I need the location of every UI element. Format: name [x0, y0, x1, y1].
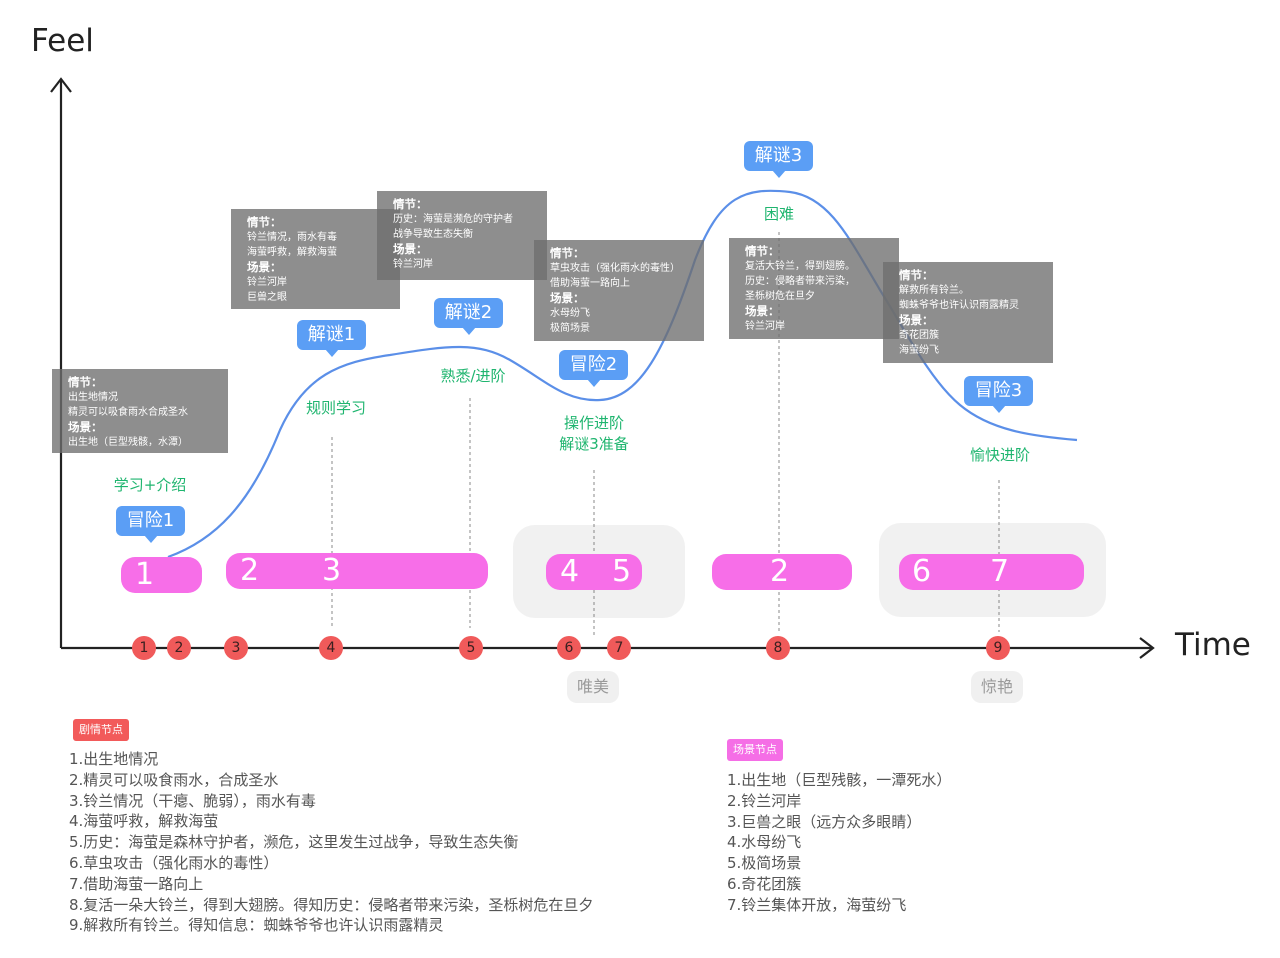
info-box-line: 精灵可以吸食雨水合成圣水: [68, 407, 188, 418]
info-box-heading: 场景：: [899, 313, 934, 327]
bubble-puzzle-1: 解谜1: [297, 320, 366, 357]
info-box-line: 解救所有铃兰。: [899, 285, 969, 296]
info-box-heading: 情节：: [550, 246, 585, 260]
story-node: 4: [319, 636, 343, 660]
scene-pill-number: 3: [322, 553, 342, 588]
info-box-heading: 场景：: [247, 260, 282, 274]
info-box-heading: 情节：: [899, 268, 934, 282]
legend-item: 3.铃兰情况（干瘪、脆弱），雨水有毒: [69, 791, 316, 810]
legend-story-tag: 剧情节点: [73, 719, 129, 741]
legend-scene-tag: 场景节点: [727, 739, 783, 761]
phase-label-rule-learning: 规则学习: [305, 399, 366, 417]
info-box-line: 水母纷飞: [550, 308, 590, 319]
scene-pill: 2: [712, 554, 852, 590]
info-box-line: 复活大铃兰，得到翅膀。: [745, 261, 855, 272]
y-axis-label: Feel: [31, 23, 94, 59]
info-box-4: 情节： 草虫攻击（强化雨水的毒性） 借助海萤一路向上场景： 水母纷飞极简场景: [534, 240, 704, 341]
legend-item: 7.铃兰集体开放，海萤纷飞: [727, 895, 907, 914]
info-box-line: 圣栎树危在旦夕: [745, 291, 815, 302]
story-node: 8: [766, 636, 790, 660]
info-box-line: 奇花团簇: [899, 330, 939, 341]
info-box-heading: 场景：: [68, 420, 103, 434]
phase-label-hard: 困难: [763, 205, 794, 223]
legend-item: 3.巨兽之眼（远方众多眼睛）: [727, 812, 922, 831]
legend-item: 9.解救所有铃兰。得知信息：蜘蛛爷爷也许认识雨露精灵: [69, 916, 444, 935]
scene-pill-number: 1: [135, 557, 155, 592]
legend-item: 8.复活一朵大铃兰，得到大翅膀。得知历史：侵略者带来污染，圣栎树危在旦夕: [69, 895, 594, 914]
phase-label-happy: 愉快进阶: [969, 446, 1030, 464]
story-node: 7: [607, 636, 631, 660]
info-box-3: 情节： 历史：海萤是濒危的守护者战争导致生态失衡场景： 铃兰河岸: [377, 191, 547, 280]
info-box-line: 借助海萤一路向上: [550, 278, 630, 289]
info-box-heading: 场景：: [745, 304, 780, 318]
bubble-adventure-3: 冒险3: [964, 376, 1033, 413]
legend-item: 5.极简场景: [727, 854, 802, 873]
story-node: 3: [224, 636, 248, 660]
info-box-heading: 情节：: [68, 375, 103, 389]
info-box-line: 铃兰河岸: [247, 277, 287, 288]
phase-label-familiar: 熟悉/进阶: [440, 367, 506, 385]
legend-item: 6.草虫攻击（强化雨水的毒性）: [69, 853, 279, 872]
scene-pill-number: 7: [990, 554, 1010, 589]
legend-item: 7.借助海萤一路向上: [69, 874, 204, 893]
phase-label-learn-intro: 学习+介绍: [113, 476, 187, 494]
legend-item: 1.出生地（巨型残骸，一潭死水）: [727, 771, 952, 789]
info-box-line: 战争导致生态失衡: [393, 229, 473, 240]
info-box-line: 出生地（巨型残骸，水潭）: [68, 437, 188, 448]
bubble-adventure-2: 冒险2: [559, 350, 628, 387]
bubble-puzzle-2: 解谜2: [434, 298, 503, 335]
info-box-1: 情节： 出生地情况精灵可以吸食雨水合成圣水场景： 出生地（巨型残骸，水潭）: [52, 369, 228, 453]
info-box-heading: 场景：: [550, 291, 585, 305]
info-box-heading: 情节：: [393, 197, 428, 211]
info-box-line: 铃兰情况，雨水有毒: [247, 232, 337, 243]
info-box-line: 草虫攻击（强化雨水的毒性）: [550, 263, 680, 274]
scene-pill-number: 5: [612, 554, 632, 589]
info-box-line: 蜘蛛爷爷也许认识雨露精灵: [899, 300, 1019, 311]
phase-label-operation: 操作进阶 解谜3准备: [559, 414, 629, 453]
legend-item: 1.出生地情况: [69, 750, 159, 768]
info-box-line: 历史：海萤是濒危的守护者: [393, 214, 513, 225]
legend-item: 6.奇花团簇: [727, 874, 802, 893]
scene-pill-number: 4: [560, 554, 580, 589]
scene-pill-number: 2: [770, 554, 790, 589]
scene-pill-number: 6: [912, 554, 932, 589]
legend-item: 5.历史：海萤是森林守护者，濒危，这里发生过战争，导致生态失衡: [69, 833, 519, 852]
info-box-line: 铃兰河岸: [393, 259, 433, 270]
legend-item: 2.铃兰河岸: [727, 791, 802, 810]
info-box-line: 历史：侵略者带来污染，: [745, 276, 855, 287]
info-box-6: 情节： 解救所有铃兰。蜘蛛爷爷也许认识雨露精灵场景： 奇花团簇海萤纷飞: [883, 262, 1053, 363]
info-box-5: 情节： 复活大铃兰，得到翅膀。历史：侵略者带来污染， 圣栎树危在旦夕场景： 铃兰河岸: [729, 238, 899, 339]
info-box-heading: 情节：: [745, 244, 780, 258]
mood-tag: 惊艳: [971, 671, 1024, 703]
story-node: 5: [459, 636, 483, 660]
info-box-line: 海萤纷飞: [899, 345, 939, 356]
info-box-line: 出生地情况: [68, 392, 118, 403]
legend-story-list: 1.出生地情况 2.精灵可以吸食雨水，合成圣水 3.铃兰情况（干瘪、脆弱），雨水有毒…: [69, 749, 593, 936]
legend-item: 4.水母纷飞: [727, 833, 802, 852]
story-node: 9: [986, 636, 1010, 660]
legend-item: 4.海萤呼救，解救海萤: [69, 812, 219, 831]
scene-pill-number: 2: [240, 553, 260, 588]
info-box-line: 海萤呼救，解救海萤: [247, 247, 337, 258]
story-node: 2: [167, 636, 191, 660]
bubble-adventure-1: 冒险1: [116, 506, 185, 543]
info-box-line: 极简场景: [550, 323, 590, 334]
story-node: 1: [132, 636, 156, 660]
info-box-line: 铃兰河岸: [745, 321, 785, 332]
mood-tag: 唯美: [567, 671, 620, 703]
info-box-heading: 场景：: [393, 242, 428, 256]
info-box-heading: 情节：: [247, 215, 282, 229]
story-node: 6: [557, 636, 581, 660]
info-box-line: 巨兽之眼: [247, 292, 287, 303]
info-box-2: 情节： 铃兰情况，雨水有毒海萤呼救，解救海萤场景： 铃兰河岸巨兽之眼: [231, 209, 400, 309]
x-axis-label: Time: [1175, 627, 1251, 663]
legend-item: 2.精灵可以吸食雨水，合成圣水: [69, 770, 279, 789]
bubble-puzzle-3: 解谜3: [744, 141, 813, 178]
legend-scene-list: 1.出生地（巨型残骸，一潭死水） 2.铃兰河岸 3.巨兽之眼（远方众多眼睛） 4.水母…: [727, 770, 951, 916]
scene-pill: 1: [121, 557, 202, 593]
